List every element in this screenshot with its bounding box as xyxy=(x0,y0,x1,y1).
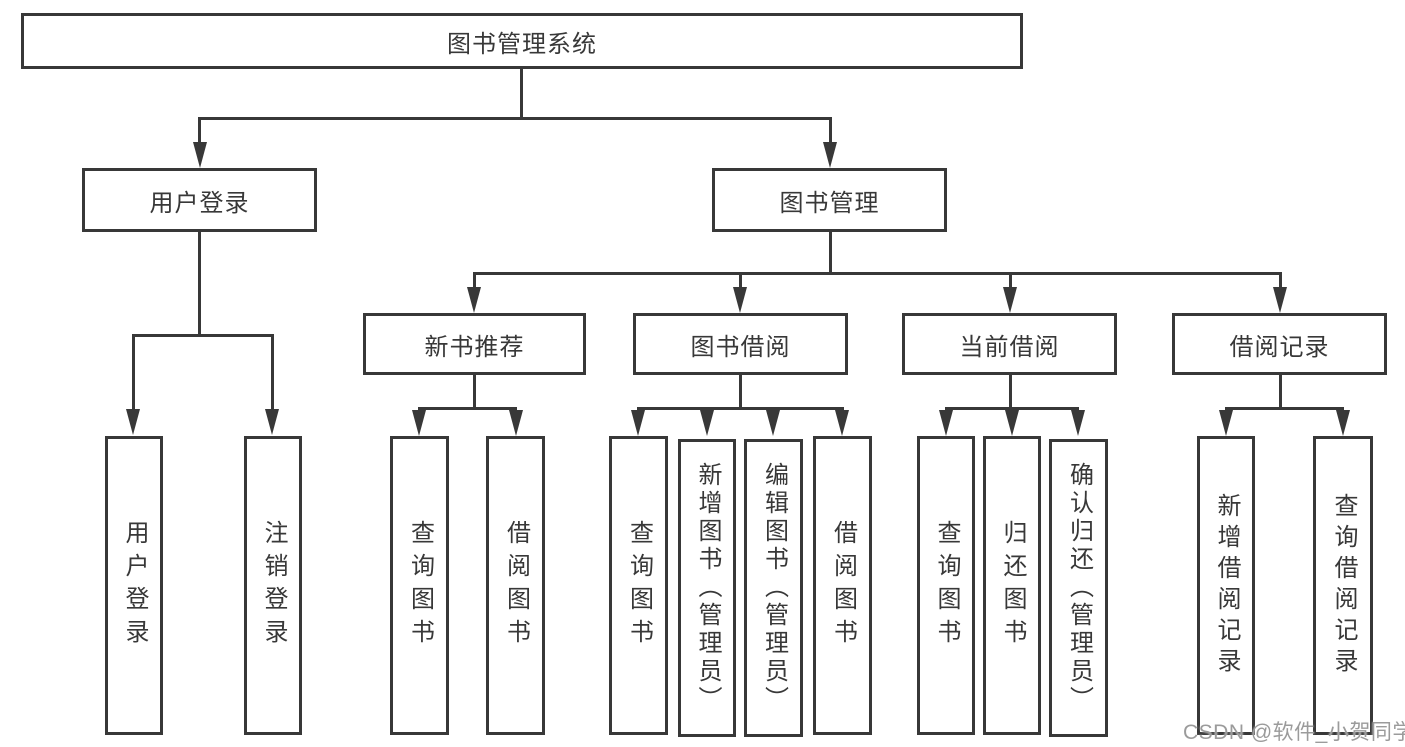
arrow-to-current-borrow xyxy=(1003,287,1017,313)
leaf-add-borrow-record-label: 新增借阅记录 xyxy=(1213,492,1240,679)
arrow-to-borrow-books-2 xyxy=(835,410,849,436)
leaf-logout-label: 注销登录 xyxy=(260,519,287,652)
leaf-borrow-books-2: 借阅图书 xyxy=(813,436,872,735)
connector-current-borrow-stem xyxy=(1009,373,1012,409)
connector-borrow-records-leaf-branch xyxy=(1225,407,1344,410)
arrow-to-query-borrow-record xyxy=(1336,410,1350,436)
arrow-to-book-mgmt xyxy=(823,142,837,168)
node-book-borrow: 图书借阅 xyxy=(633,313,848,375)
leaf-user-login: 用户登录 xyxy=(105,436,163,735)
leaf-query-books-1: 查询图书 xyxy=(390,436,449,735)
connector-leaf-login-shaft xyxy=(132,334,135,411)
connector-user-login-shaft xyxy=(198,117,201,145)
node-new-book-recommend: 新书推荐 xyxy=(363,313,586,375)
node-root: 图书管理系统 xyxy=(21,13,1023,69)
connector-root-stem xyxy=(520,67,523,120)
node-user-login-label: 用户登录 xyxy=(149,189,250,217)
leaf-query-books-1-label: 查询图书 xyxy=(406,519,434,652)
connector-borrow-records-stem xyxy=(1279,373,1282,409)
arrow-to-book-borrow xyxy=(733,287,747,313)
leaf-add-borrow-record: 新增借阅记录 xyxy=(1197,436,1255,735)
arrow-to-leaf-logout xyxy=(265,409,279,435)
connector-level1-branch xyxy=(199,117,832,120)
watermark: CSDN @软件_小贺同学 xyxy=(1183,721,1405,744)
arrow-to-query-books-2 xyxy=(631,410,645,436)
node-borrow-records: 借阅记录 xyxy=(1172,313,1387,375)
arrow-to-borrow-records xyxy=(1273,287,1287,313)
connector-current-borrow-leaf-branch xyxy=(945,407,1079,410)
leaf-confirm-return-admin-label: 确认归还（管理员） xyxy=(1065,462,1093,714)
arrow-to-query-books-1 xyxy=(412,410,426,436)
leaf-confirm-return-admin: 确认归还（管理员） xyxy=(1049,439,1108,737)
arrow-to-query-books-3 xyxy=(939,410,953,436)
node-borrow-records-label: 借阅记录 xyxy=(1229,333,1330,361)
arrow-to-add-books xyxy=(700,410,714,436)
connector-user-login-branch xyxy=(132,334,274,337)
node-root-label: 图书管理系统 xyxy=(447,30,597,58)
arrow-to-return-books xyxy=(1005,410,1019,436)
leaf-query-borrow-record: 查询借阅记录 xyxy=(1313,436,1373,735)
node-user-login: 用户登录 xyxy=(82,168,317,232)
arrow-to-add-borrow-record xyxy=(1219,410,1233,436)
leaf-return-books-label: 归还图书 xyxy=(999,519,1026,652)
node-book-mgmt: 图书管理 xyxy=(712,168,947,232)
arrow-to-leaf-login xyxy=(126,409,140,435)
connector-book-mgmt-stem xyxy=(829,230,832,275)
leaf-logout: 注销登录 xyxy=(244,436,302,735)
leaf-borrow-books-1: 借阅图书 xyxy=(486,436,545,735)
leaf-query-books-3: 查询图书 xyxy=(917,436,975,735)
leaf-query-books-2-label: 查询图书 xyxy=(625,519,653,652)
leaf-query-borrow-record-label: 查询借阅记录 xyxy=(1330,492,1357,679)
node-new-book-recommend-label: 新书推荐 xyxy=(424,333,525,361)
connector-borrow-records-shaft xyxy=(1279,272,1282,290)
leaf-borrow-books-2-label: 借阅图书 xyxy=(829,519,857,652)
connector-book-borrow-leaf-branch xyxy=(637,407,844,410)
node-book-borrow-label: 图书借阅 xyxy=(690,333,791,361)
node-current-borrow: 当前借阅 xyxy=(902,313,1117,375)
arrow-to-edit-books xyxy=(766,410,780,436)
leaf-query-books-3-label: 查询图书 xyxy=(933,519,960,652)
connector-leaf-logout-shaft xyxy=(271,334,274,411)
connector-book-mgmt-shaft xyxy=(829,117,832,145)
connector-book-borrow-stem xyxy=(739,373,742,409)
leaf-user-login-label: 用户登录 xyxy=(121,519,148,652)
connector-new-book-stem xyxy=(473,373,476,409)
connector-user-login-stem xyxy=(198,230,201,336)
leaf-borrow-books-1-label: 借阅图书 xyxy=(502,519,530,652)
connector-current-borrow-shaft xyxy=(1009,272,1012,290)
arrow-to-user-login xyxy=(193,142,207,168)
node-book-mgmt-label: 图书管理 xyxy=(779,189,880,217)
leaf-edit-books-admin-label: 编辑图书（管理员） xyxy=(760,462,788,714)
leaf-add-books-admin: 新增图书（管理员） xyxy=(678,439,736,737)
arrow-to-confirm-return xyxy=(1071,410,1085,436)
arrow-to-borrow-books-1 xyxy=(509,410,523,436)
connector-new-book-leaf-branch xyxy=(418,407,517,410)
leaf-return-books: 归还图书 xyxy=(983,436,1041,735)
leaf-add-books-admin-label: 新增图书（管理员） xyxy=(694,462,721,714)
connector-book-mgmt-branch xyxy=(473,272,1281,275)
connector-new-book-shaft xyxy=(473,272,476,290)
node-current-borrow-label: 当前借阅 xyxy=(959,333,1060,361)
leaf-edit-books-admin: 编辑图书（管理员） xyxy=(744,439,803,737)
leaf-query-books-2: 查询图书 xyxy=(609,436,668,735)
connector-book-borrow-shaft xyxy=(739,272,742,290)
arrow-to-new-book xyxy=(467,287,481,313)
